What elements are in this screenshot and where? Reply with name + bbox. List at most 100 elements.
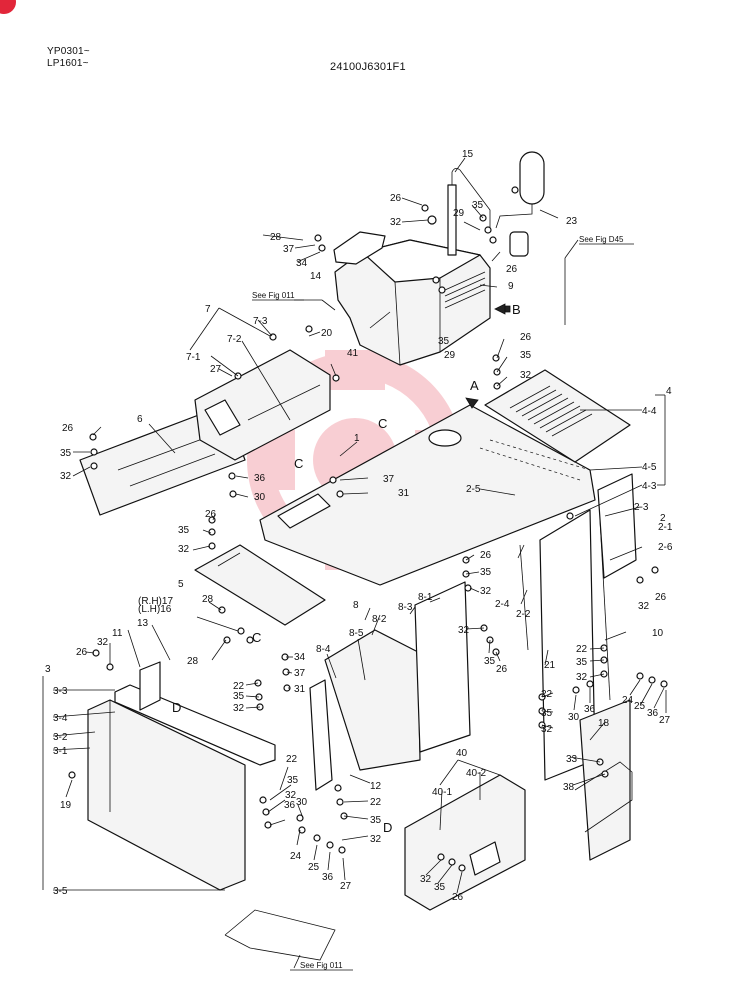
base-outline <box>224 909 336 961</box>
side-cover <box>194 349 331 461</box>
callout-2-2: 2-2 <box>516 609 531 620</box>
callout-36-e: 36 <box>322 872 334 883</box>
panel-40 <box>404 774 526 911</box>
callout-8: 8 <box>353 600 359 611</box>
callout-26-d: 26 <box>520 332 532 343</box>
ref-see-fig-011-top: See Fig 011 <box>252 291 295 300</box>
callout-35-k: 35 <box>576 657 588 668</box>
callout-40: 40 <box>456 748 468 759</box>
callout-32-f: 32 <box>480 586 492 597</box>
callout-3: 3 <box>45 664 51 675</box>
callout-26-e: 26 <box>655 592 667 603</box>
callout-2-6: 2-6 <box>658 542 673 553</box>
callout-30-b: 30 <box>568 712 580 723</box>
callout-34-b: 34 <box>294 652 306 663</box>
callout-4-3: 4-3 <box>642 481 657 492</box>
callout-36-c: 36 <box>647 708 659 719</box>
step-plate <box>194 544 326 626</box>
corner-badge <box>0 0 16 14</box>
direction-arrows <box>465 303 511 409</box>
callout-22-e: 22 <box>370 797 382 808</box>
callout-38: 38 <box>563 782 575 793</box>
vent-grille <box>484 369 631 463</box>
callout-27-c: 27 <box>340 881 352 892</box>
callout-20: 20 <box>321 328 333 339</box>
callout-8-3: 8-3 <box>398 602 413 613</box>
view-marker-c-lower: C <box>252 630 261 645</box>
callout-35-o: 35 <box>434 882 446 893</box>
callout-21: 21 <box>544 660 556 671</box>
callout-32-c: 32 <box>60 471 72 482</box>
callout-26-o: 26 <box>452 892 464 903</box>
fastener-hardware <box>68 186 668 872</box>
callout-5: 5 <box>178 579 184 590</box>
callout-15: 15 <box>462 149 474 160</box>
callout-10: 10 <box>652 628 664 639</box>
callout-32-m: 32 <box>285 790 297 801</box>
callout-7: 7 <box>205 304 211 315</box>
callout-26-b: 26 <box>506 264 518 275</box>
callout-3-3: 3-3 <box>53 686 68 697</box>
callout-22-d: 22 <box>286 754 298 765</box>
callout-22: 22 <box>233 681 245 692</box>
accumulator <box>519 151 545 205</box>
callout-32-g: 32 <box>178 544 190 555</box>
leader-lines <box>42 157 667 969</box>
callout-41: 41 <box>347 348 359 359</box>
callout-26-h: 26 <box>76 647 88 658</box>
callout-1: 1 <box>354 433 360 444</box>
callout-22-c: 22 <box>541 689 553 700</box>
callout-34: 34 <box>296 258 308 269</box>
ref-see-fig-d45: See Fig D45 <box>579 235 624 244</box>
callout-8-2: 8-2 <box>372 614 387 625</box>
callout-22-b: 22 <box>576 644 588 655</box>
callout-35-b: 35 <box>438 336 450 347</box>
canopy-housing <box>333 231 491 366</box>
callout-2-4: 2-4 <box>495 599 510 610</box>
callout-32-o: 32 <box>420 874 432 885</box>
callout-23: 23 <box>566 216 578 227</box>
callout-28: 28 <box>270 232 282 243</box>
callout-30-c: 30 <box>296 797 308 808</box>
callout-24: 24 <box>622 695 634 706</box>
callout-labels: 15 26 35 23 29 32 28 37 34 14 26 9 35 29… <box>45 149 673 903</box>
callout-32-n: 32 <box>370 834 382 845</box>
callout-35-h: 35 <box>233 691 245 702</box>
callout-32-e: 32 <box>638 601 650 612</box>
callout-26-j: 26 <box>496 664 508 675</box>
callout-32: 32 <box>390 217 402 228</box>
callout-24-b: 24 <box>290 851 302 862</box>
callout-3-4: 3-4 <box>53 713 68 724</box>
callout-2-5: 2-5 <box>466 484 481 495</box>
callout-4: 4 <box>666 386 672 397</box>
callout-8-4: 8-4 <box>316 644 331 655</box>
callout-2-3: 2-3 <box>634 502 649 513</box>
callout-26-g: 26 <box>205 509 217 520</box>
callout-35-c: 35 <box>60 448 72 459</box>
callout-25-b: 25 <box>308 862 320 873</box>
callout-17: (R.H)17 <box>138 596 173 607</box>
callout-32-l: 32 <box>541 724 553 735</box>
callout-3-5: 3-5 <box>53 886 68 897</box>
callout-16: (L.H)16 <box>138 604 172 615</box>
callout-36-d: 36 <box>284 800 296 811</box>
callout-37-b: 37 <box>383 474 395 485</box>
callout-32-k: 32 <box>576 672 588 683</box>
view-marker-c-left: C <box>294 456 303 471</box>
callout-4-4: 4-4 <box>642 406 657 417</box>
callout-29: 29 <box>453 208 465 219</box>
callout-14: 14 <box>310 271 322 282</box>
callout-28-c: 28 <box>187 656 199 667</box>
callout-35: 35 <box>472 200 484 211</box>
callout-35-d: 35 <box>520 350 532 361</box>
callout-9: 9 <box>508 281 514 292</box>
callout-8-5: 8-5 <box>349 628 364 639</box>
view-marker-d-left: D <box>172 700 181 715</box>
callout-31-b: 31 <box>294 684 306 695</box>
callout-35-j: 35 <box>484 656 496 667</box>
callout-3-1: 3-1 <box>53 746 68 757</box>
side-door <box>87 661 276 891</box>
callout-3-2: 3-2 <box>53 732 68 743</box>
callout-6: 6 <box>137 414 143 425</box>
callout-26: 26 <box>390 193 402 204</box>
